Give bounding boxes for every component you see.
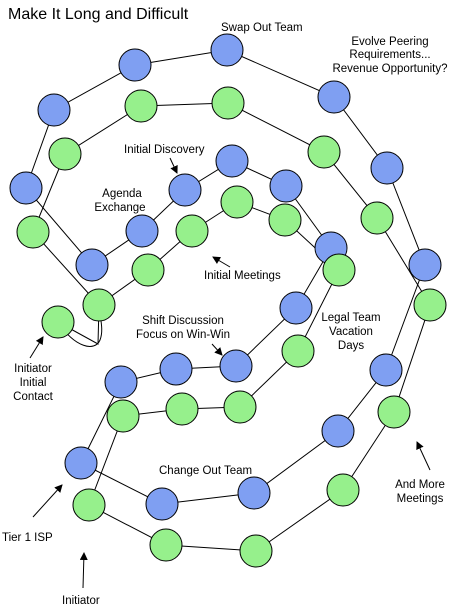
label-exchange: Exchange [94, 202, 145, 214]
green-node[interactable] [211, 86, 245, 120]
label-initial: Initial [20, 377, 47, 389]
label-evolve-requirements: Requirements... [349, 49, 430, 61]
blue-node[interactable] [75, 248, 109, 282]
green-nodes [16, 86, 447, 568]
label-swap-out-team: Swap Out Team [221, 22, 303, 34]
green-node[interactable] [16, 215, 50, 249]
label-meetings: Meetings [397, 493, 444, 505]
blue-node[interactable] [215, 144, 249, 178]
arrow-initial-meetings [212, 256, 231, 268]
label-shift-discussion: Shift Discussion [142, 315, 224, 327]
blue-node[interactable] [408, 248, 442, 282]
blue-node[interactable] [370, 151, 404, 185]
green-node[interactable] [413, 288, 447, 322]
blue-node[interactable] [145, 487, 179, 521]
label-and-more: And More [395, 479, 445, 491]
green-node[interactable] [281, 334, 315, 368]
label-evolve-peering: Evolve Peering [351, 36, 428, 48]
label-initial-meetings: Initial Meetings [204, 270, 281, 282]
blue-node[interactable] [9, 171, 43, 205]
green-node[interactable] [165, 392, 199, 426]
green-node[interactable] [239, 534, 273, 568]
blue-node[interactable] [118, 48, 152, 82]
label-revenue-opportunity: Revenue Opportunity? [332, 63, 447, 75]
green-node[interactable] [360, 201, 394, 235]
green-node[interactable] [82, 288, 116, 322]
green-node[interactable] [307, 135, 341, 169]
blue-node[interactable] [125, 214, 159, 248]
blue-node[interactable] [269, 169, 303, 203]
green-node-initiator-contact[interactable] [41, 305, 75, 339]
green-node[interactable] [106, 399, 140, 433]
green-node[interactable] [124, 89, 158, 123]
text-labels: Make It Long and Difficult Swap Out Team… [2, 6, 448, 607]
arrow-initial-discovery [169, 157, 178, 174]
diagram-title: Make It Long and Difficult [8, 6, 189, 23]
green-node-initiator[interactable] [72, 488, 106, 522]
blue-node[interactable] [210, 33, 244, 67]
label-days: Days [338, 340, 364, 352]
blue-node-tier1-isp[interactable] [64, 446, 98, 480]
green-node[interactable] [322, 253, 356, 287]
label-agenda: Agenda [102, 188, 142, 200]
blue-node[interactable] [279, 291, 313, 325]
arrow-more-meetings [416, 441, 431, 471]
label-initiator: Initiator [62, 595, 100, 607]
green-node[interactable] [377, 395, 411, 429]
blue-node[interactable] [321, 414, 355, 448]
blue-nodes [9, 33, 442, 521]
blue-node[interactable] [317, 80, 351, 114]
blue-node[interactable] [237, 476, 271, 510]
blue-node[interactable] [369, 353, 403, 387]
green-node[interactable] [48, 137, 82, 171]
label-focus-win-win: Focus on Win-Win [136, 329, 230, 341]
arrow-shift-discussion [211, 343, 223, 356]
green-node[interactable] [223, 390, 257, 424]
blue-node[interactable] [104, 365, 138, 399]
arrow-tier1-isp [32, 484, 63, 518]
label-change-out-team: Change Out Team [159, 465, 252, 477]
blue-node[interactable] [219, 349, 253, 383]
blue-node[interactable] [37, 93, 71, 127]
annotation-arrows [29, 157, 431, 589]
label-vacation: Vacation [329, 326, 373, 338]
label-tier1-isp: Tier 1 ISP [2, 532, 53, 544]
blue-node[interactable] [159, 352, 193, 386]
label-contact: Contact [13, 391, 53, 403]
green-node[interactable] [220, 185, 254, 219]
label-initial-discovery: Initial Discovery [124, 144, 205, 156]
green-node[interactable] [131, 253, 165, 287]
arrow-initiator [79, 552, 88, 589]
blue-node[interactable] [168, 173, 202, 207]
green-node[interactable] [268, 203, 302, 237]
green-node[interactable] [175, 214, 209, 248]
label-initiator-line1: Initiator [14, 363, 52, 375]
arrow-initiator-contact [29, 336, 44, 359]
green-node[interactable] [149, 528, 183, 562]
green-node[interactable] [326, 473, 360, 507]
label-legal-team: Legal Team [321, 312, 380, 324]
